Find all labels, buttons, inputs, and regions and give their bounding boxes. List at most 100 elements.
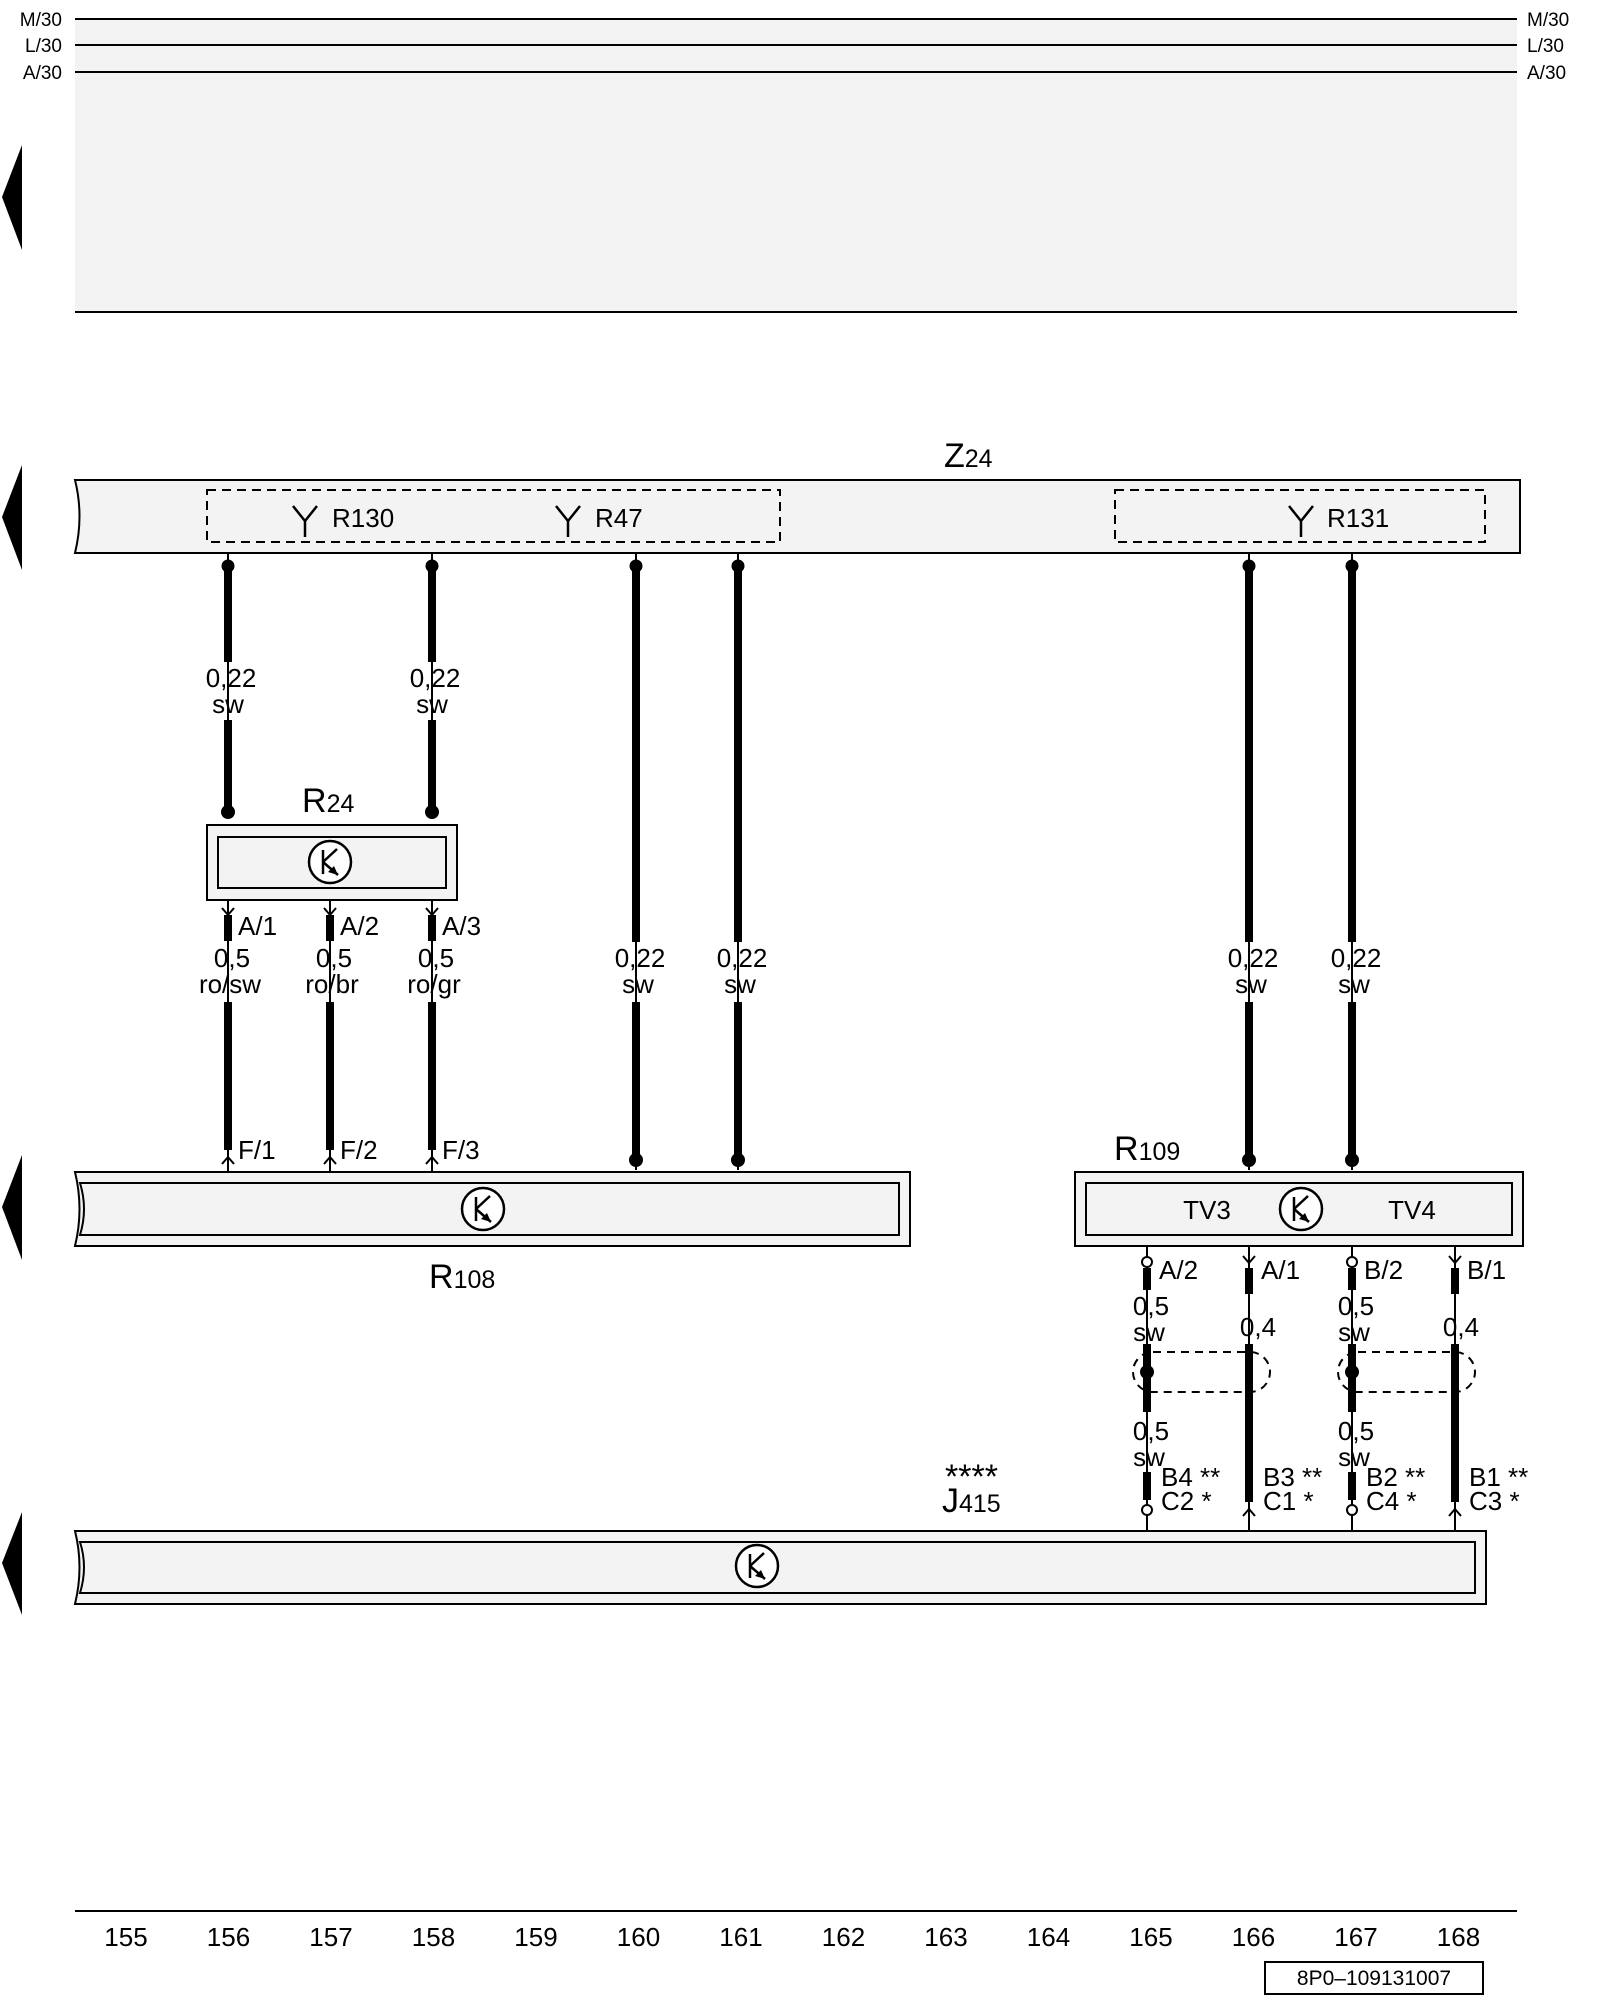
- component-z24: R130 R47 R131 Z24: [73, 437, 1521, 554]
- wire-junction-dot: [425, 805, 439, 819]
- antenna-icon: [555, 505, 581, 537]
- wire-size-label: 0,5: [1133, 1291, 1169, 1321]
- connector-mark-icon: [1242, 1255, 1256, 1265]
- pin-label: A/2: [1159, 1255, 1198, 1285]
- component-marker: ****: [945, 1458, 998, 1496]
- pin-label: F/1: [238, 1135, 276, 1165]
- pin-label: B3 **: [1263, 1462, 1322, 1492]
- diagram-id: 8P0–109131007: [1297, 1967, 1451, 1990]
- column-number: 160: [617, 1922, 660, 1952]
- column-number: 161: [719, 1922, 762, 1952]
- connector-ring-icon: [1141, 1504, 1153, 1516]
- wire-color-label: sw: [1338, 1317, 1370, 1347]
- wires: 0,22 sw 0,22 sw 0,22 sw 0,22 sw 0,22 sw …: [206, 553, 1382, 1170]
- diagram-id-box: [1264, 1961, 1484, 1995]
- continuation-arrow-icon: [2, 145, 22, 250]
- wire-color-label: sw: [622, 969, 654, 999]
- wires-r109-j415: A/2 A/1 B/2 B/1 0,5 sw 0,5 sw 0,4 0,5 sw…: [1132, 1246, 1528, 1531]
- wire-size-label: 0,22: [206, 663, 257, 693]
- pin-label: C1 *: [1263, 1486, 1314, 1516]
- wire-junction-dot: [1242, 559, 1256, 573]
- connector-mark-icon: [221, 907, 235, 917]
- pin-label: A/1: [1261, 1255, 1300, 1285]
- wire-size-label: 0,5: [316, 943, 352, 973]
- channel-label-tv3: TV3: [1183, 1195, 1231, 1225]
- component-r109: TV3 TV4 R109: [1074, 1130, 1524, 1247]
- pin-label: F/2: [340, 1135, 378, 1165]
- wire-junction-dot: [221, 805, 235, 819]
- transistor-symbol-icon: [460, 1186, 506, 1232]
- antenna-group-left-box: [206, 489, 781, 543]
- wire-junction-dot: [221, 559, 235, 573]
- wire-size-label: 0,4: [1240, 1312, 1276, 1342]
- rail-label-left: M/30: [20, 10, 62, 31]
- component-label-r108: R108: [429, 1258, 495, 1296]
- component-r24: R24: [206, 782, 458, 901]
- continuation-arrow-icon: [2, 1512, 22, 1615]
- wire-junction-dot: [1242, 1153, 1256, 1167]
- antenna-group-right-box: [1114, 489, 1486, 543]
- pin-label: B/1: [1467, 1255, 1506, 1285]
- wire-color-label: sw: [1338, 969, 1370, 999]
- component-r108: R108: [73, 1171, 911, 1296]
- wire-color-label: sw: [1133, 1317, 1165, 1347]
- pin-label: A/3: [442, 911, 481, 941]
- column-number: 168: [1437, 1922, 1480, 1952]
- rail-area-background: [75, 19, 1517, 312]
- transistor-symbol-icon: [734, 1543, 780, 1589]
- column-number: 163: [924, 1922, 967, 1952]
- rail-label-right: A/30: [1527, 63, 1566, 84]
- wire-color-label: sw: [724, 969, 756, 999]
- pin-label: A/2: [340, 911, 379, 941]
- wire-size-label: 0,22: [615, 943, 666, 973]
- wire-junction-dot: [425, 559, 439, 573]
- wire-junction-dot: [1345, 559, 1359, 573]
- wire-size-label: 0,4: [1443, 1312, 1479, 1342]
- wire-size-label: 0,22: [410, 663, 461, 693]
- pin-label: F/3: [442, 1135, 480, 1165]
- wire-color-label: ro/sw: [199, 969, 261, 999]
- wire-size-label: 0,5: [1133, 1416, 1169, 1446]
- component-j415: **** J415: [73, 1458, 1487, 1605]
- column-number: 155: [104, 1922, 147, 1952]
- column-number: 157: [309, 1922, 352, 1952]
- rail-label-left: A/30: [23, 63, 62, 84]
- wire-color-label: sw: [1133, 1442, 1165, 1472]
- component-label-z24: Z24: [944, 437, 993, 475]
- pin-label: C2 *: [1161, 1486, 1212, 1516]
- transistor-symbol-icon: [307, 839, 353, 885]
- wire-junction-dot: [1345, 1153, 1359, 1167]
- wire-size-label: 0,22: [1331, 943, 1382, 973]
- column-number: 156: [207, 1922, 250, 1952]
- pin-label: C4 *: [1366, 1486, 1417, 1516]
- wire-junction-dot: [1140, 1365, 1154, 1379]
- component-label-r109: R109: [1114, 1130, 1180, 1168]
- wire-size-label: 0,22: [717, 943, 768, 973]
- wire-color-label: sw: [416, 689, 448, 719]
- wire-color-label: sw: [1235, 969, 1267, 999]
- wire-color-label: sw: [1338, 1442, 1370, 1472]
- pin-label: B/2: [1364, 1255, 1403, 1285]
- wire-junction-dot: [629, 559, 643, 573]
- column-number: 164: [1027, 1922, 1070, 1952]
- rail-label-right: L/30: [1527, 36, 1564, 57]
- wire-size-label: 0,5: [418, 943, 454, 973]
- column-number: 158: [412, 1922, 455, 1952]
- channel-label-tv4: TV4: [1388, 1195, 1436, 1225]
- connector-ring-icon: [1346, 1256, 1358, 1268]
- wire-junction-dot: [1345, 1365, 1359, 1379]
- pin-label: B1 **: [1469, 1462, 1528, 1492]
- connector-ring-icon: [1141, 1256, 1153, 1268]
- top-rail-panel: M/30 L/30 A/30 M/30 L/30 A/30: [20, 10, 1569, 313]
- cable-shield-left: [1132, 1351, 1271, 1393]
- component-label-r24: R24: [302, 782, 354, 820]
- component-label-j415: J415: [942, 1482, 1001, 1520]
- cable-shield-right: [1337, 1351, 1476, 1393]
- connector-ring-icon: [1346, 1504, 1358, 1516]
- pin-label: B4 **: [1161, 1462, 1220, 1492]
- connector-mark-icon: [323, 1155, 337, 1165]
- column-number: 166: [1232, 1922, 1275, 1952]
- column-number: 159: [514, 1922, 557, 1952]
- connector-mark-icon: [1448, 1255, 1462, 1265]
